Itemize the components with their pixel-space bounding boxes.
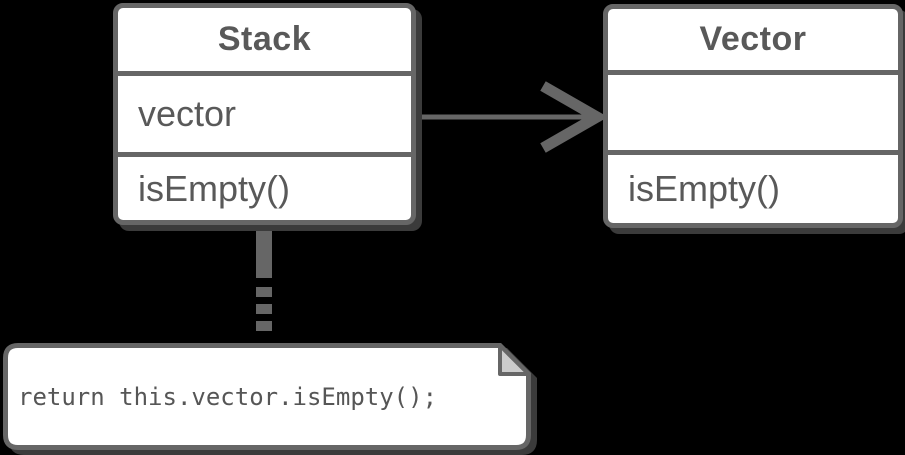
open-arrowhead-icon xyxy=(540,81,609,153)
note-code-text: return this.vector.isEmpty(); xyxy=(18,382,438,411)
note-box[interactable]: return this.vector.isEmpty(); xyxy=(3,343,531,450)
class-method-isempty-stack: isEmpty() xyxy=(118,152,411,220)
class-attributes-empty xyxy=(608,70,898,150)
note-shape xyxy=(3,343,531,450)
class-box-stack[interactable]: Stack vector isEmpty() xyxy=(113,3,416,225)
class-method-isempty-vector: isEmpty() xyxy=(608,150,898,223)
class-attribute-vector: vector xyxy=(118,71,411,152)
class-title-vector: Vector xyxy=(699,20,807,58)
note-outline xyxy=(3,343,531,450)
class-title-stack: Stack xyxy=(217,20,312,58)
class-box-vector[interactable]: Vector isEmpty() xyxy=(603,4,903,228)
note-fold-corner-icon xyxy=(498,343,531,376)
